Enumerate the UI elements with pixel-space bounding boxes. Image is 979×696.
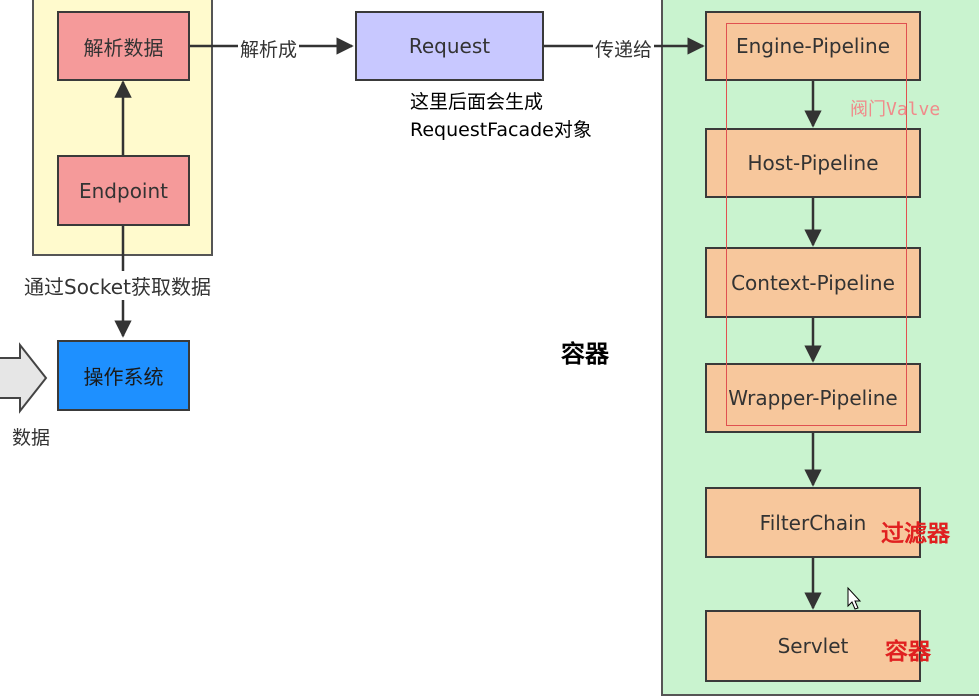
context-pipeline-box: Context-Pipeline — [705, 247, 921, 318]
servlet-container-label: 容器 — [885, 638, 931, 665]
request-box: Request — [355, 11, 544, 81]
request-label: Request — [408, 34, 491, 58]
incoming-data-arrow — [0, 342, 48, 414]
request-note-line2: RequestFacade对象 — [410, 119, 592, 141]
engine-pipeline-box: Engine-Pipeline — [705, 11, 921, 81]
endpoint-box: Endpoint — [57, 155, 190, 226]
pass-to-label: 传递给 — [593, 35, 655, 62]
engine-pipeline-label: Engine-Pipeline — [735, 34, 891, 58]
endpoint-label: Endpoint — [78, 178, 168, 203]
os-label: 操作系统 — [83, 365, 164, 389]
filterchain-label: FilterChain — [759, 510, 867, 535]
os-box: 操作系统 — [57, 340, 190, 411]
wrapper-pipeline-label: Wrapper-Pipeline — [728, 386, 898, 410]
context-pipeline-label: Context-Pipeline — [731, 270, 895, 295]
parse-into-label: 解析成 — [238, 35, 300, 62]
servlet-label: Servlet — [777, 634, 849, 658]
container-label: 容器 — [561, 339, 609, 368]
servlet-box: Servlet — [705, 610, 921, 682]
valve-label: 阀门Valve — [850, 99, 941, 120]
host-pipeline-box: Host-Pipeline — [705, 128, 921, 198]
mouse-cursor-icon — [847, 586, 862, 610]
parse-data-box: 解析数据 — [57, 11, 190, 81]
host-pipeline-label: Host-Pipeline — [747, 151, 879, 175]
request-note-line1: 这里后面会生成 — [410, 91, 544, 113]
socket-label: 通过Socket获取数据 — [24, 271, 211, 300]
parse-data-label: 解析数据 — [83, 35, 164, 60]
data-label: 数据 — [12, 427, 51, 449]
filter-label: 过滤器 — [881, 520, 950, 547]
valve-frame — [726, 23, 907, 426]
wrapper-pipeline-box: Wrapper-Pipeline — [705, 363, 921, 433]
filterchain-box: FilterChain — [705, 487, 921, 558]
